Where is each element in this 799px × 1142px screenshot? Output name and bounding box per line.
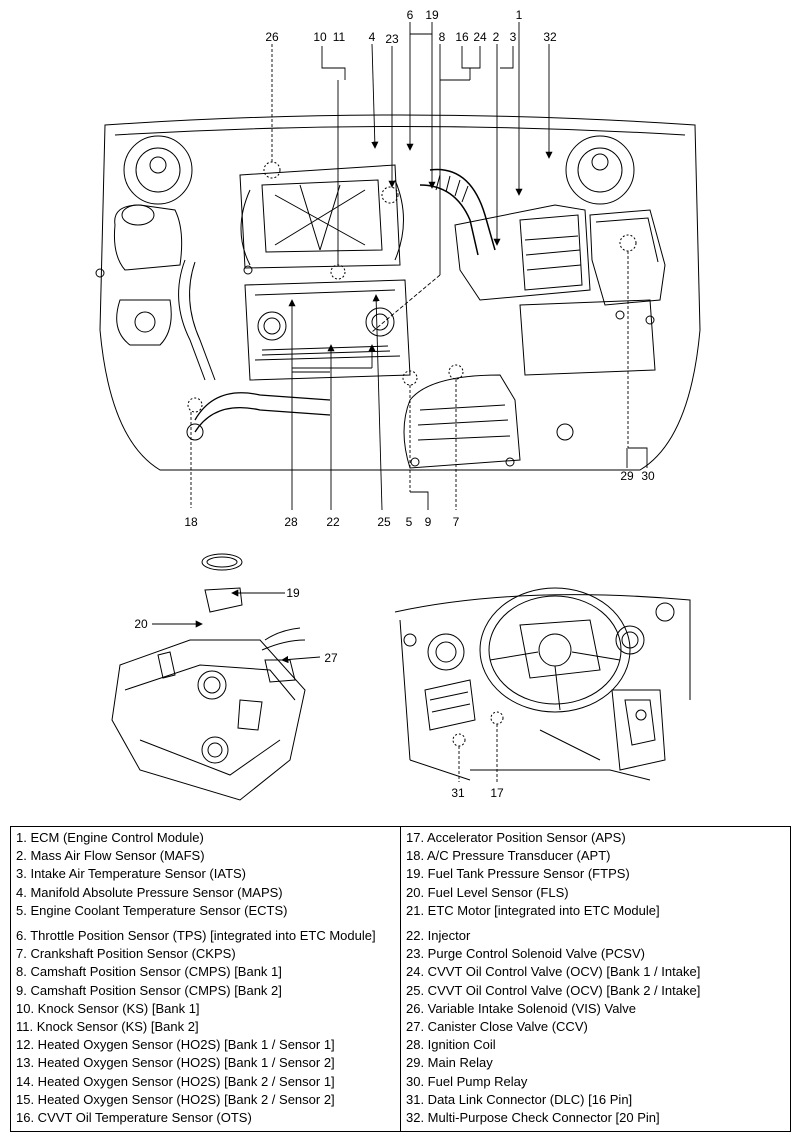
callout-17: 17 bbox=[490, 786, 504, 800]
legend-item-32: 32. Multi-Purpose Check Connector [20 Pi… bbox=[406, 1110, 660, 1126]
legend-item-4: 4. Manifold Absolute Pressure Sensor (MA… bbox=[16, 884, 283, 900]
legend-item-26: 26. Variable Intake Solenoid (VIS) Valve bbox=[406, 1000, 637, 1016]
dashboard-drawing bbox=[394, 587, 691, 781]
legend-item-27: 27. Canister Close Valve (CCV) bbox=[406, 1019, 588, 1035]
legend-item-11: 11. Knock Sensor (KS) [Bank 2] bbox=[16, 1019, 199, 1035]
legend-item-25: 25. CVVT Oil Control Valve (OCV) [Bank 2… bbox=[406, 982, 701, 998]
callout-16: 16 bbox=[455, 30, 469, 44]
legend-item-20: 20. Fuel Level Sensor (FLS) bbox=[406, 884, 569, 900]
dashboard-markers bbox=[452, 711, 504, 747]
legend-item-5: 5. Engine Coolant Temperature Sensor (EC… bbox=[16, 902, 288, 918]
callout-28: 28 bbox=[284, 515, 298, 529]
legend-item-31: 31. Data Link Connector (DLC) [16 Pin] bbox=[406, 1091, 633, 1107]
callout-6: 6 bbox=[407, 8, 414, 22]
legend-item-24: 24. CVVT Oil Control Valve (OCV) [Bank 1… bbox=[406, 964, 701, 980]
callout-leader-lines bbox=[190, 22, 648, 511]
legend-right-column: 17. Accelerator Position Sensor (APS) 18… bbox=[401, 827, 790, 1131]
callout-1: 1 bbox=[516, 8, 523, 22]
legend-item-14: 14. Heated Oxygen Sensor (HO2S) [Bank 2 … bbox=[16, 1073, 335, 1089]
legend-item-21: 21. ETC Motor [integrated into ETC Modul… bbox=[406, 902, 660, 918]
legend-item-8: 8. Camshaft Position Sensor (CMPS) [Bank… bbox=[16, 964, 282, 980]
legend-item-18: 18. A/C Pressure Transducer (APT) bbox=[406, 848, 611, 864]
legend-spacer bbox=[16, 920, 400, 927]
legend-item-15: 15. Heated Oxygen Sensor (HO2S) [Bank 2 … bbox=[16, 1091, 335, 1107]
engine-bay-drawing bbox=[95, 114, 701, 471]
callout-31: 31 bbox=[451, 786, 465, 800]
callout-labels: 6 19 1 26 10 11 4 23 8 16 24 2 3 32 29 3… bbox=[134, 8, 655, 800]
callout-24: 24 bbox=[473, 30, 487, 44]
callout-22: 22 bbox=[326, 515, 340, 529]
callout-7: 7 bbox=[453, 515, 460, 529]
callout-25: 25 bbox=[377, 515, 391, 529]
callout-18: 18 bbox=[184, 515, 198, 529]
legend-item-19: 19. Fuel Tank Pressure Sensor (FTPS) bbox=[406, 866, 630, 882]
callout-9: 9 bbox=[425, 515, 432, 529]
legend-item-30: 30. Fuel Pump Relay bbox=[406, 1073, 528, 1089]
legend-item-22: 22. Injector bbox=[406, 928, 471, 944]
callout-8: 8 bbox=[439, 30, 446, 44]
legend-item-16: 16. CVVT Oil Temperature Sensor (OTS) bbox=[16, 1110, 252, 1126]
dashboard-leaders bbox=[458, 724, 498, 782]
legend-item-6: 6. Throttle Position Sensor (TPS) [integ… bbox=[16, 928, 376, 944]
legend-item-3: 3. Intake Air Temperature Sensor (IATS) bbox=[16, 866, 247, 882]
callout-5: 5 bbox=[406, 515, 413, 529]
fuel-tank-drawing bbox=[111, 553, 306, 801]
callout-26: 26 bbox=[265, 30, 279, 44]
callout-29: 29 bbox=[620, 469, 634, 483]
fuel-tank-leaders bbox=[152, 589, 321, 664]
legend-item-9: 9. Camshaft Position Sensor (CMPS) [Bank… bbox=[16, 982, 282, 998]
engine-compartment-diagram: 6 19 1 26 10 11 4 23 8 16 24 2 3 32 29 3… bbox=[95, 8, 701, 801]
callout-10: 10 bbox=[313, 30, 327, 44]
legend-item-10: 10. Knock Sensor (KS) [Bank 1] bbox=[16, 1000, 200, 1016]
sensor-location-markers bbox=[187, 161, 637, 413]
callout-23: 23 bbox=[385, 32, 399, 46]
component-legend-table: 1. ECM (Engine Control Module) 2. Mass A… bbox=[10, 826, 791, 1132]
legend-item-29: 29. Main Relay bbox=[406, 1055, 493, 1071]
callout-11: 11 bbox=[333, 30, 346, 44]
callout-3: 3 bbox=[510, 30, 517, 44]
callout-20: 20 bbox=[134, 617, 148, 631]
callout-27: 27 bbox=[324, 651, 338, 665]
legend-left-column: 1. ECM (Engine Control Module) 2. Mass A… bbox=[11, 827, 401, 1131]
legend-item-12: 12. Heated Oxygen Sensor (HO2S) [Bank 1 … bbox=[16, 1037, 335, 1053]
callout-4: 4 bbox=[369, 30, 376, 44]
callout-30: 30 bbox=[641, 469, 655, 483]
legend-item-1: 1. ECM (Engine Control Module) bbox=[16, 830, 204, 845]
callout-19: 19 bbox=[286, 586, 300, 600]
legend-item-17: 17. Accelerator Position Sensor (APS) bbox=[406, 830, 626, 845]
callout-19-top: 19 bbox=[425, 8, 439, 22]
legend-item-7: 7. Crankshaft Position Sensor (CKPS) bbox=[16, 946, 236, 962]
callout-2: 2 bbox=[493, 30, 500, 44]
legend-item-13: 13. Heated Oxygen Sensor (HO2S) [Bank 1 … bbox=[16, 1055, 335, 1071]
legend-item-2: 2. Mass Air Flow Sensor (MAFS) bbox=[16, 848, 205, 864]
legend-spacer bbox=[406, 920, 790, 927]
legend-item-28: 28. Ignition Coil bbox=[406, 1037, 496, 1053]
legend-item-23: 23. Purge Control Solenoid Valve (PCSV) bbox=[406, 946, 645, 962]
callout-32: 32 bbox=[543, 30, 557, 44]
